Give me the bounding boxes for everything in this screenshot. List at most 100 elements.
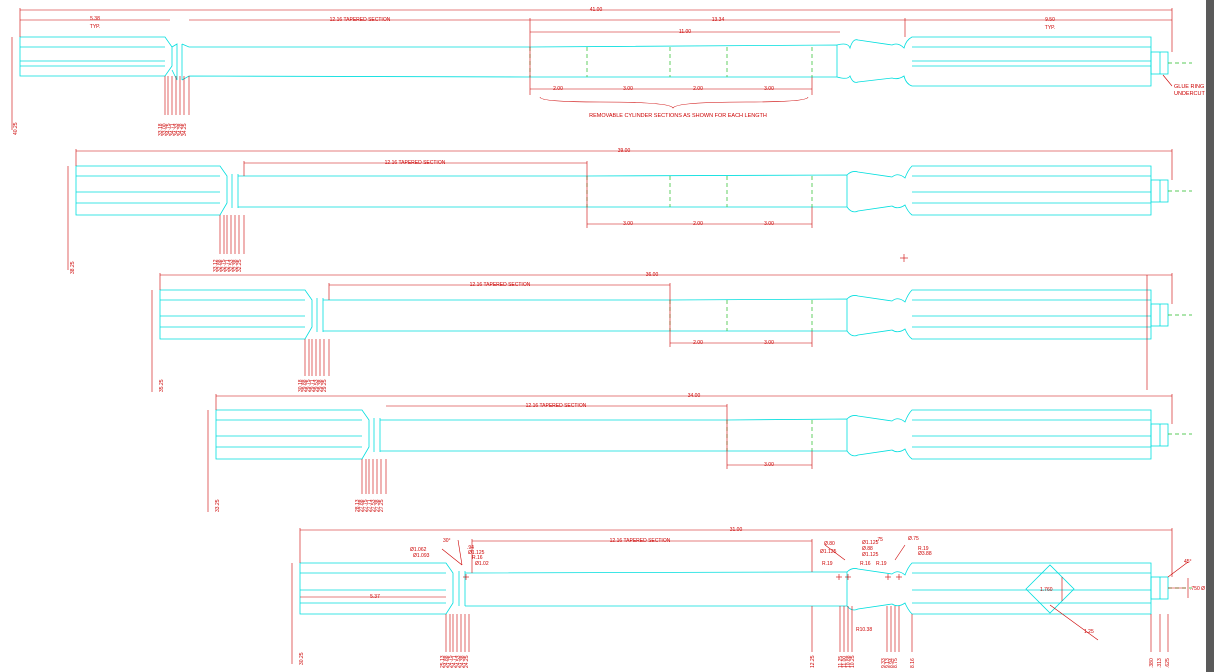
station-label: 28.13 [355,499,361,512]
octagon-side: 1.25 [1084,629,1094,635]
callout-label: Ø1.125 [862,540,879,546]
station-label: .625 [1165,658,1171,668]
station-dims [361,459,387,494]
mid-sub-dim: 11.00 [679,29,691,35]
segment-dim: 2.00 [693,86,703,92]
dimension-lines [207,394,1173,512]
station-label: 12.25 [810,655,816,668]
undercut-note: UNDERCUT [1174,91,1206,97]
station-label: 8.16 [910,658,916,668]
station-label: 24.25 [464,655,470,668]
station-label: 34.71 [170,123,176,136]
callout-label: R.19 [822,561,833,567]
left-end-dim: 5.38 [90,16,100,22]
station-label: .313 [1157,658,1163,668]
segment-dim: 2.00 [693,221,703,227]
view-4: 34.00 12.16 TAPERED SECTION 33.25 [207,393,1192,512]
callout-label: R.19 [918,546,929,552]
station-dims [164,76,190,115]
segment-dim: 3.00 [764,221,774,227]
segment-dim: 3.00 [623,86,633,92]
right-end-dim: 9.50 [1045,17,1055,23]
station-label: 10.88 [846,655,852,668]
callout-label: .75 [876,537,883,543]
callout-label: Ø1.125 [820,549,837,555]
overall-dim: 39.00 [618,148,631,154]
vertical-dim: 40.25 [13,122,19,135]
viewer-frame-edge [1206,0,1214,672]
callout-label: Ø1.125 [468,550,485,556]
station-label: 34.28 [178,123,184,136]
tapered-section-label: 12.16 TAPERED SECTION [385,160,446,166]
station-label: 24.38 [460,655,466,668]
mid-dim: 13.34 [712,17,725,23]
dimension-lines [151,273,1173,392]
center-cross-mark [900,254,908,262]
vertical-dim: 30.25 [299,652,305,665]
tapered-section-label: 12.16 TAPERED SECTION [330,17,391,23]
station-label: 11.00 [842,656,848,668]
station-label: 34.33 [174,123,180,136]
station-label: 27.53 [371,499,377,512]
station-label: 29.71 [310,379,316,392]
removable-note: REMOVABLE CYLINDER SECTIONS AS SHOWN FOR… [589,113,767,119]
station-label: 8.75 [893,658,899,668]
chamfer-angle: 45° [1184,559,1192,565]
station-label: 9.13 [885,658,891,668]
station-label: 27.88 [359,499,365,512]
station-label: 29.53 [314,379,320,392]
callout-label: Ø1.062 [410,547,427,553]
overall-dim: 31.00 [730,527,743,533]
station-label: 32.75 [221,259,227,272]
station-label: 32.71 [225,259,231,272]
station-label: 33.18 [158,123,164,136]
station-label: .380 [1149,658,1155,668]
left-end-sub: TYP. [90,24,100,30]
radius-bottom: R10.38 [856,627,872,633]
segment-dim: 3.00 [764,86,774,92]
segment-dim: 3.00 [764,340,774,346]
station-label: 24.75 [448,655,454,668]
station-dims [304,339,330,376]
glue-ring-note: GLUE RING [1174,84,1204,90]
station-label: 34.25 [182,123,188,136]
vertical-dim: 33.25 [215,499,221,512]
station-label: 27.25 [379,499,385,512]
station-label: 27.71 [367,499,373,512]
station-label: 29.88 [302,379,308,392]
dimension-lines [11,8,1173,130]
callout-label: Ø.75 [908,536,919,542]
station-label: 33.12 [213,259,219,272]
segment-dim: 3.00 [764,462,774,468]
callout-label: Ø1.125 [862,552,879,558]
part-outline [215,409,1169,460]
view-3: 36.00 12.16 TAPERED SECTION 35.25 [151,272,1192,392]
part-outline [299,562,1169,615]
vertical-dim: 35.25 [159,379,165,392]
station-label: 9.33 [881,658,887,668]
dimension-lines [67,149,1173,270]
callout-label: 30° [443,538,451,544]
station-labels: 33.1833.0034.7534.7134.3334.2834.2533.12… [158,123,1171,668]
dimension-lines [291,528,1189,664]
part-outline [19,36,1169,87]
callout-label: R.19 [876,561,887,567]
station-label: 29.75 [306,379,312,392]
station-dims [445,606,1169,652]
station-label: 24.71 [452,655,458,668]
station-label: 30.18 [298,379,304,392]
part-outline [159,289,1169,340]
callout-label: Ø1.093 [413,553,430,559]
station-label: 29.25 [322,379,328,392]
overall-dim: 36.00 [646,272,659,278]
tenon-diameter: .750 Ø [1190,586,1205,592]
station-label: 32.38 [233,259,239,272]
octagon-across: 1.760 [1040,587,1053,593]
view-5: 31.00 12.16 TAPERED SECTION 5.37 30.25 R… [291,527,1205,665]
station-label: 33.00 [162,123,168,136]
tapered-section-label: 12.16 TAPERED SECTION [470,282,531,288]
callout-label: R.16 [472,555,483,561]
station-label: 24.53 [456,655,462,668]
